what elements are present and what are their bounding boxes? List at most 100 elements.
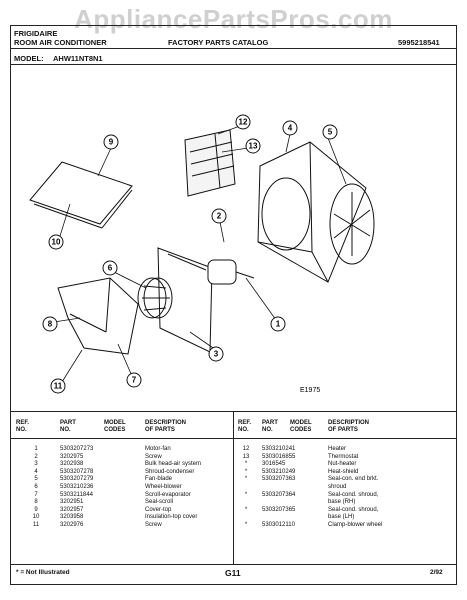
callout-4: 4	[288, 124, 293, 133]
table-header-rule	[10, 438, 457, 439]
table-row: 3202957	[60, 506, 84, 513]
callout-9: 9	[109, 138, 114, 147]
table-row: Seal-con. end brkt.	[328, 476, 379, 483]
table-row: 3202975	[60, 453, 84, 460]
table-row: 3	[34, 461, 38, 468]
table-row: 3016545	[262, 461, 286, 468]
table-row: base (RH)	[328, 499, 356, 506]
table-row: Insulation-top cover	[145, 514, 198, 521]
callout-6: 6	[108, 264, 113, 273]
table-row: *	[244, 461, 248, 468]
header-rule	[10, 48, 457, 49]
model-rule	[10, 64, 457, 65]
page-frame	[10, 25, 457, 585]
part-cover-top	[29, 161, 133, 229]
table-bottom-rule	[10, 564, 457, 565]
exploded-parts-diagram: 9 10 12 13 4 5 2 6 1 3 8 7 11 E1975	[29, 114, 375, 394]
part-motor-fan	[207, 259, 255, 285]
table-row: 5303207365	[262, 506, 296, 513]
table-row: Thermostat	[328, 453, 359, 460]
table-row: 5303210241	[262, 446, 296, 452]
page-number: G11	[225, 568, 241, 578]
table-row: 12	[242, 446, 250, 452]
callout-11: 11	[54, 382, 63, 391]
table-row: 7	[34, 491, 38, 498]
table-row	[238, 484, 254, 492]
table-row	[238, 514, 254, 522]
catalog-title: FACTORY PARTS CATALOG	[168, 38, 269, 47]
table-col-part-left: 5303207273 3202975 3202938 5303207278 53…	[60, 446, 93, 530]
table-row: 3202938	[60, 461, 84, 468]
model-number: AHW11NT8N1	[53, 54, 103, 63]
table-row: Shroud-condenser	[145, 468, 195, 475]
catalog-number: 5995218541	[398, 38, 440, 47]
callout-7: 7	[132, 376, 137, 385]
table-col-ref-right: 12 13 * * * * * *	[238, 446, 254, 530]
leader-lines	[53, 125, 347, 383]
product-line: ROOM AIR CONDITIONER	[14, 38, 107, 47]
table-row: 5303207364	[262, 491, 296, 498]
callout-1: 1	[276, 320, 281, 329]
table-row: 11	[32, 521, 40, 528]
callout-8: 8	[48, 320, 53, 329]
table-row: *	[244, 476, 248, 483]
th-ref-right: REF.NO.	[238, 420, 252, 433]
figure-id: E1975	[300, 387, 320, 394]
revision-date: 2/92	[430, 569, 443, 576]
table-row: 1	[34, 446, 38, 452]
table-row: 5303207278	[60, 468, 94, 475]
table-row: Heater	[328, 446, 347, 452]
table-row: 3202951	[60, 499, 84, 506]
table-row: Heat-shield	[328, 468, 359, 475]
table-row: base (LH)	[328, 514, 355, 521]
table-row: Seal-scroll	[145, 499, 174, 506]
table-row: Wheel-blower	[145, 483, 182, 490]
table-row: 5	[34, 476, 38, 483]
watermark: AppliancePartsPros.com	[74, 4, 393, 34]
table-row: *	[244, 506, 248, 513]
table-row: Screw	[145, 453, 162, 460]
table-row: Seal-cond. shroud,	[328, 491, 379, 498]
table-row: 5303207363	[262, 476, 296, 483]
table-row: Bulk head-air system	[145, 461, 202, 468]
callout-2: 2	[217, 212, 222, 221]
table-row: 5303211844	[60, 491, 93, 498]
part-shroud-condenser	[257, 141, 367, 283]
table-row: 5303012110	[262, 521, 295, 528]
table-row: Cover-top	[145, 506, 172, 513]
table-row: 9	[34, 506, 38, 513]
table-col-ref-left: 1 2 3 4 5 6 7 8 9 10 11	[16, 446, 56, 530]
table-col-desc-left: Motor-fan Screw Bulk head-air system Shr…	[145, 446, 201, 530]
table-col-part-right: 5303210241 5303016855 3016545 5303210249…	[262, 446, 295, 530]
table-row: 5303016855	[262, 453, 296, 460]
table-row: Nut-heater	[328, 461, 357, 468]
table-row: Fan-blade	[145, 476, 173, 483]
table-row: 2	[34, 453, 38, 460]
table-row: Clamp-blower wheel	[328, 521, 383, 528]
table-row: Screw	[145, 521, 162, 528]
table-row: 10	[32, 514, 40, 521]
part-wheel-blower	[137, 277, 173, 319]
table-row	[262, 499, 295, 507]
table-row: *	[244, 521, 248, 528]
footnote: * = Not Illustrated	[16, 569, 70, 576]
part-heater	[184, 129, 236, 197]
callout-13: 13	[249, 142, 258, 151]
table-row: 5303207273	[60, 446, 94, 452]
table-row: 5303207279	[60, 476, 94, 483]
model-label: MODEL:	[14, 54, 44, 63]
table-row: Scroll-evaporator	[145, 491, 191, 498]
table-row: 5303210236	[60, 483, 94, 490]
part-scroll-evaporator	[57, 277, 139, 355]
table-row: 6	[34, 483, 38, 490]
table-row	[238, 499, 254, 507]
callout-10: 10	[52, 238, 61, 247]
table-row: 13	[242, 453, 250, 460]
table-row: shroud	[328, 483, 347, 490]
